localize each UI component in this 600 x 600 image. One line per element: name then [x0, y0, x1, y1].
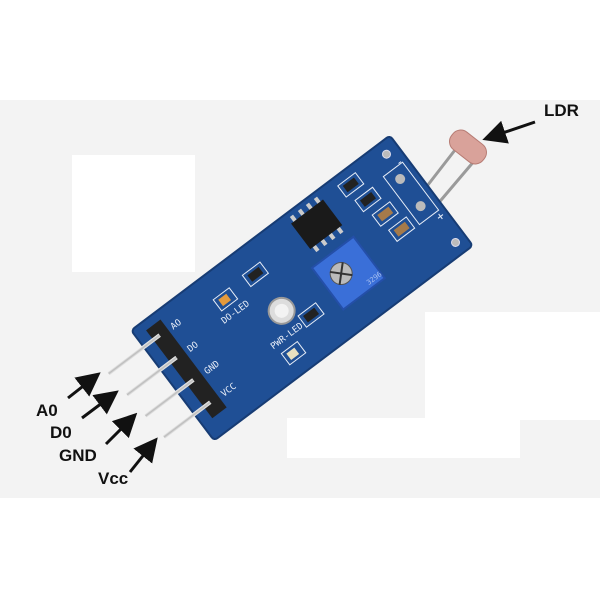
sensor-board: 3296 DO-LED PWR-LED - + AO DO GND VCC	[107, 136, 473, 440]
gnd-label: GND	[59, 446, 97, 465]
smd-capacitor	[371, 201, 399, 227]
smd-resistor	[337, 171, 365, 198]
background-patch	[72, 155, 195, 272]
a0-arrow	[67, 372, 101, 400]
ldr-arrow	[482, 120, 536, 144]
pwr-led	[280, 340, 307, 366]
smd-capacitor	[387, 216, 416, 243]
vcc-arrow	[128, 437, 158, 473]
gnd-arrow	[104, 412, 138, 446]
a0-label: A0	[36, 401, 58, 420]
pin-a0	[107, 333, 161, 376]
smd-resistor	[241, 261, 270, 288]
ldr-leg	[434, 159, 477, 207]
pin-d0	[125, 355, 178, 397]
comparator-ic	[289, 196, 344, 253]
ldr-leg	[422, 149, 457, 191]
smd-resistor	[354, 186, 382, 213]
vcc-label: Vcc	[98, 469, 128, 488]
background-patch	[287, 418, 520, 458]
ldr-pad-area	[382, 161, 440, 226]
d0-label: D0	[50, 423, 72, 442]
ldr-label: LDR	[544, 101, 579, 120]
pin-header	[146, 319, 227, 419]
pin-gnd	[144, 378, 195, 418]
via-hole	[450, 237, 460, 247]
background-patch	[425, 312, 600, 420]
d0-arrow	[81, 390, 119, 420]
pin-vcc	[162, 400, 212, 439]
smd-resistor	[297, 302, 325, 328]
via-hole	[381, 149, 391, 159]
ldr-component	[449, 129, 487, 165]
do-led	[212, 287, 239, 312]
potentiometer[interactable]: 3296	[310, 235, 387, 311]
